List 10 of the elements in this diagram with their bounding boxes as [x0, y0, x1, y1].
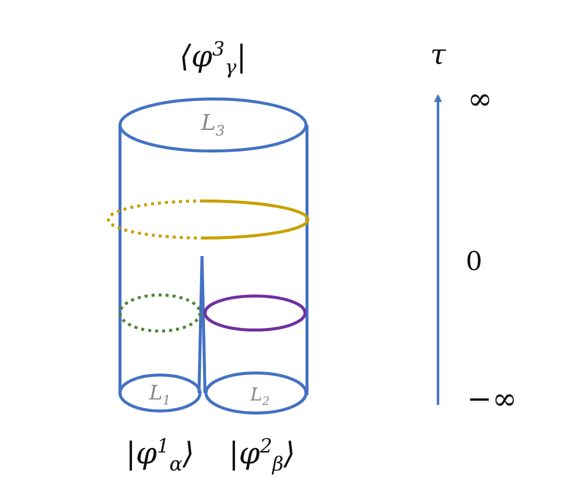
ket-label: |φ$^{2}$$_{β}$⟩ [228, 436, 296, 474]
tick-label: −∞ [466, 385, 518, 415]
tick-label: 0 [466, 249, 482, 275]
boundary-label: L$_{2}$ [250, 386, 270, 408]
bra-label: ⟨φ$^{3}$$_{γ}$| [180, 39, 246, 77]
axis-label: τ [430, 41, 446, 69]
ket-label: |φ$^{1}$$_{α}$⟩ [126, 436, 194, 474]
tick-label: ∞ [468, 85, 492, 115]
boundary-label: L$_{1}$ [149, 382, 171, 408]
boundary-label: L$_{3}$ [201, 113, 225, 139]
